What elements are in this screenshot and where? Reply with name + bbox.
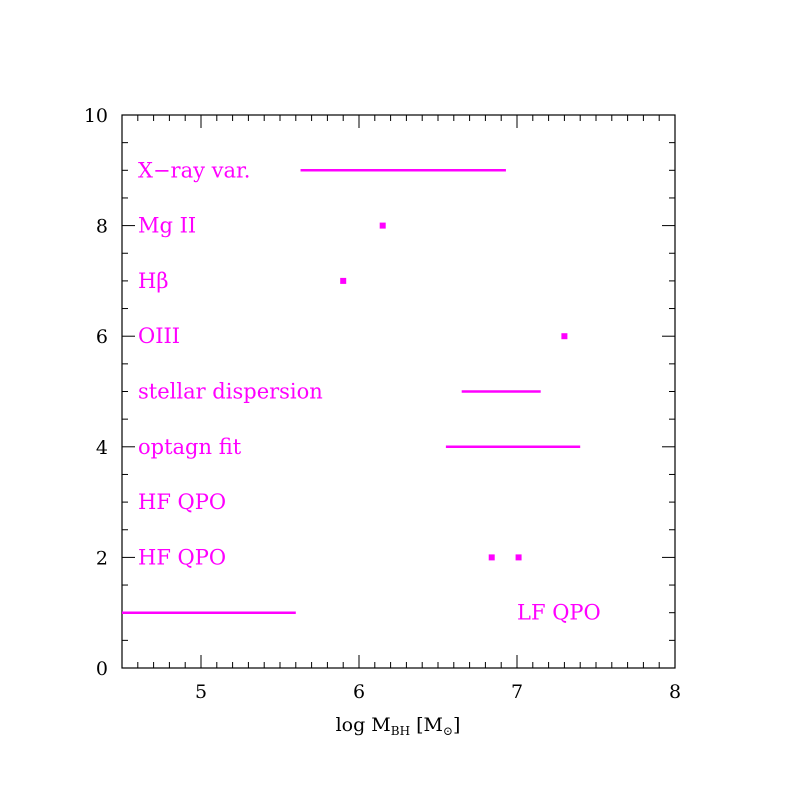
method-label: stellar dispersion (138, 380, 323, 404)
x-tick-label: 7 (511, 681, 523, 703)
y-tick-label: 10 (84, 105, 108, 127)
y-tick-label: 0 (96, 658, 108, 680)
x-tick-label: 6 (353, 681, 365, 703)
method-label: LF QPO (517, 601, 601, 625)
data-point (515, 554, 522, 561)
data-point (488, 554, 495, 561)
axis-ticks (121, 114, 676, 669)
x-axis-title-unit-close: ] (453, 714, 460, 736)
x-tick-label: 5 (195, 681, 207, 703)
method-label: Mg II (138, 214, 196, 238)
data-point (340, 277, 347, 284)
x-axis-title-unit: [M (416, 714, 443, 736)
method-label: OIII (138, 324, 180, 348)
x-axis-title: log MBH [M⊙] (336, 714, 461, 738)
method-label: X−ray var. (138, 158, 250, 182)
axis-tick-labels: 5 6 7 8 0 2 4 6 8 10 (84, 105, 681, 703)
y-tick-label: 2 (96, 547, 108, 569)
data-point (379, 222, 386, 229)
data-point (561, 333, 568, 340)
method-label: HF QPO (138, 490, 226, 514)
y-tick-label: 6 (96, 326, 108, 348)
y-tick-label: 4 (96, 437, 108, 459)
method-label: optagn fit (138, 435, 242, 459)
method-label: Hβ (138, 269, 168, 293)
x-axis-title-main: log M (336, 714, 391, 736)
method-label: HF QPO (138, 545, 226, 569)
x-tick-label: 8 (669, 681, 681, 703)
y-tick-label: 8 (96, 216, 108, 238)
x-axis-title-sub: BH (391, 724, 410, 738)
x-axis-title-unit-sym: ⊙ (443, 724, 453, 738)
